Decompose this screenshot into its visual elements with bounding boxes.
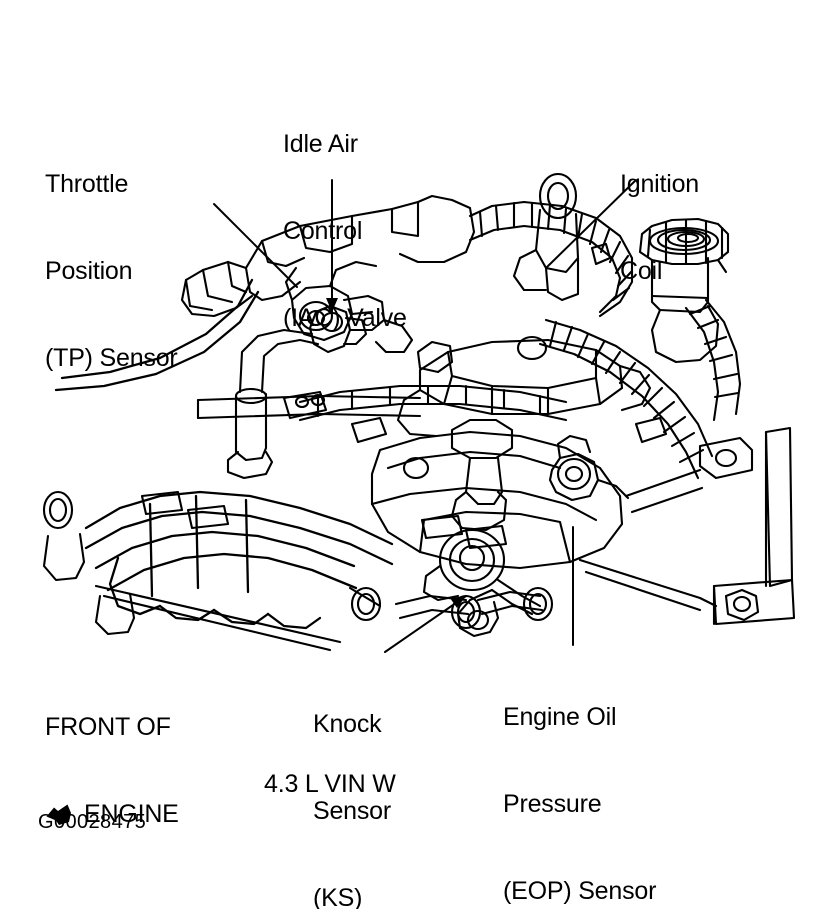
callout-throttle-position-sensor: Throttle Position (TP) Sensor [45,112,178,431]
callout-line: Position [45,257,133,285]
callout-line: (IAC) Valve [283,304,407,332]
callout-ignition-coil: Ignition Coil [620,112,699,344]
callout-line: Idle Air [283,130,358,158]
callout-line: Pressure [503,790,602,818]
callout-line: Ignition [620,170,700,198]
fluid-reservoir [638,217,730,364]
intake-duct-assembly [180,194,476,318]
callout-front-of-engine: FRONT OF ENGINE [45,655,179,887]
callout-line: Coil [620,257,663,285]
corrugated-hose-upper [468,200,634,318]
throttle-body [284,260,414,354]
front-of-engine-row: ENGINE [45,800,179,829]
corrugated-hose-right-vertical [684,298,742,422]
callout-idle-air-control-valve: Idle Air Control (IAC) Valve [283,72,407,391]
rail-plug-boot [226,328,320,480]
callout-line: (TP) Sensor [45,344,178,372]
fuel-rail [298,384,568,422]
callout-knock-sensor: Knock Sensor (KS) [313,652,391,909]
leader-arrowhead-iac [326,298,338,312]
callout-line: Throttle [45,170,129,198]
callout-line: FRONT OF [45,713,171,741]
figure-id-code: G00028475 [38,811,147,833]
left-arrowhead-icon [46,804,71,825]
corrugated-hose-lower-right [538,318,714,480]
detail-hardware [282,242,668,480]
lower-hoses [394,590,544,620]
callout-line: Engine Oil [503,703,617,731]
leader-line-coil [546,179,637,268]
callout-line: (KS) [313,884,363,909]
callout-line: Control [283,217,363,245]
intake-manifold-plenum [396,338,652,438]
lower-frame [94,468,718,652]
upper-left-hose [54,278,260,392]
callout-line: Sensor [313,797,392,825]
callout-line: (EOP) Sensor [503,877,657,905]
figure-caption: 4.3 L VIN W [264,770,396,798]
right-bracket [698,426,796,626]
callout-line: ENGINE [84,800,179,828]
wire-clips [140,490,508,550]
callout-line: Knock [313,710,382,738]
callout-engine-oil-pressure-sensor: Engine Oil Pressure (EOP) Sensor [503,645,656,909]
eop-sensor [548,434,630,502]
ignition-coil [512,172,580,302]
leader-line-tp [213,203,298,288]
